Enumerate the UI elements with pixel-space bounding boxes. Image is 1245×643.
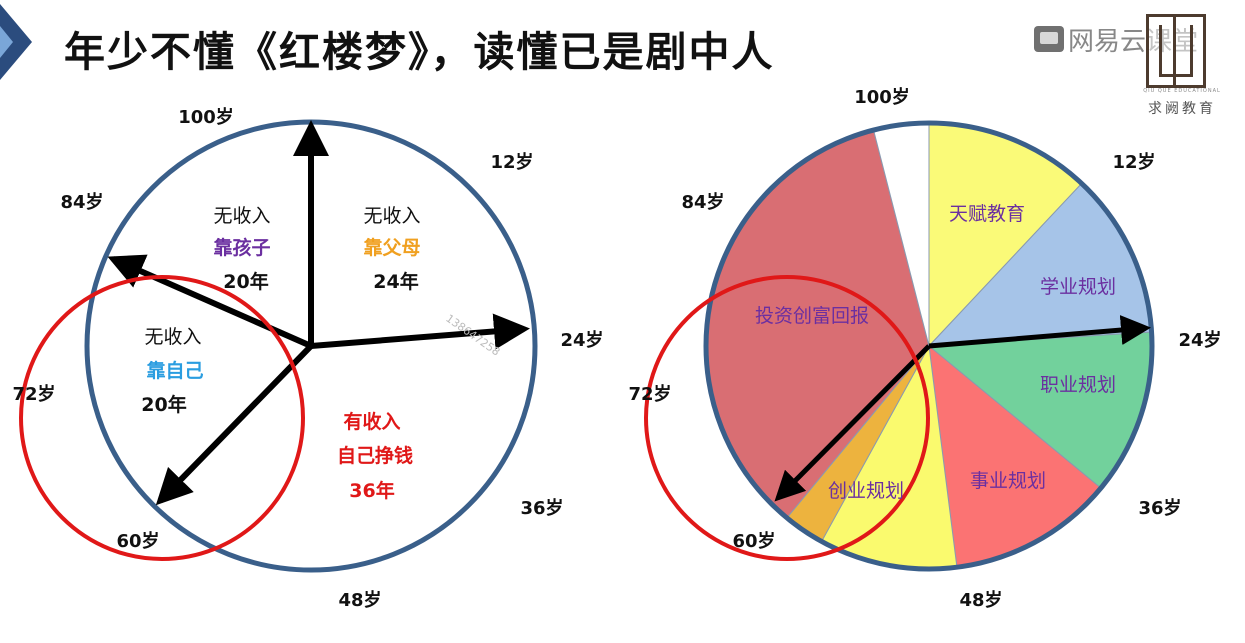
section-income-line2: 自己挣钱 (337, 444, 413, 467)
section-parents-line3: 24年 (373, 270, 418, 293)
section-parents-line2: 靠父母 (363, 237, 420, 259)
right-age-60: 60岁 (732, 530, 775, 552)
left-age-60: 60岁 (116, 530, 159, 552)
left-age-100: 100岁 (178, 106, 234, 128)
right-age-24: 24岁 (1178, 329, 1221, 351)
right-diagram: 天赋教育 学业规划 职业规划 事业规划 创业规划 投资创富回报 100岁 12岁… (628, 86, 1221, 611)
section-children-line2: 靠孩子 (213, 236, 270, 259)
right-age-12: 12岁 (1112, 151, 1155, 173)
right-age-36: 36岁 (1138, 497, 1181, 519)
right-pie-segments (706, 123, 1152, 569)
left-age-72: 72岁 (12, 383, 55, 405)
right-age-72: 72岁 (628, 383, 671, 405)
right-arrow-to-60 (774, 344, 931, 502)
left-age-48: 48岁 (338, 589, 381, 611)
right-arrow-to-24 (928, 315, 1151, 349)
right-age-100: 100岁 (854, 86, 910, 108)
section-self-line3: 20年 (141, 393, 186, 416)
arrow-to-60 (155, 343, 314, 506)
left-age-12: 12岁 (490, 151, 533, 173)
section-parents-line1: 无收入 (363, 205, 420, 227)
left-red-circle (19, 275, 305, 561)
seal-name: 求阙教育 (1148, 101, 1216, 117)
title-arrow-accent (0, 26, 13, 58)
seal-logo (1146, 14, 1206, 88)
segment-label-talent: 天赋教育 (949, 203, 1025, 225)
left-age-84: 84岁 (60, 191, 103, 213)
page-title: 年少不懂《红楼梦》，读懂已是剧中人 (64, 28, 775, 76)
section-income-line3: 36年 (349, 479, 394, 502)
seal-caption: QIU QUE EDUCATIONAL (1143, 88, 1221, 94)
chat-bubble-icon (1034, 26, 1064, 52)
section-income-line1: 有收入 (343, 410, 400, 433)
right-age-84: 84岁 (681, 191, 724, 213)
right-age-48: 48岁 (959, 589, 1002, 611)
section-children-line1: 无收入 (213, 205, 270, 227)
right-red-circle (644, 275, 930, 561)
segment-label-career: 职业规划 (1040, 374, 1116, 396)
segment-label-business: 事业规划 (970, 470, 1046, 492)
title-bar: 年少不懂《红楼梦》，读懂已是剧中人 (0, 0, 1245, 90)
left-age-24: 24岁 (560, 329, 603, 351)
segment-label-study: 学业规划 (1040, 276, 1116, 298)
arrow-to-84 (107, 254, 313, 349)
segment-label-investment: 投资创富回报 (755, 305, 869, 327)
section-self-line2: 靠自己 (146, 359, 203, 382)
segment-label-startup: 创业规划 (828, 480, 904, 502)
section-self-line1: 无收入 (144, 326, 201, 348)
section-children-line3: 20年 (223, 270, 268, 293)
left-diagram: 138647258 无收入 靠父母 24年 无收入 靠孩子 20年 无收入 靠自… (12, 106, 603, 611)
arrow-to-24 (310, 313, 530, 350)
left-age-36: 36岁 (520, 497, 563, 519)
right-life-circle (703, 120, 1155, 572)
